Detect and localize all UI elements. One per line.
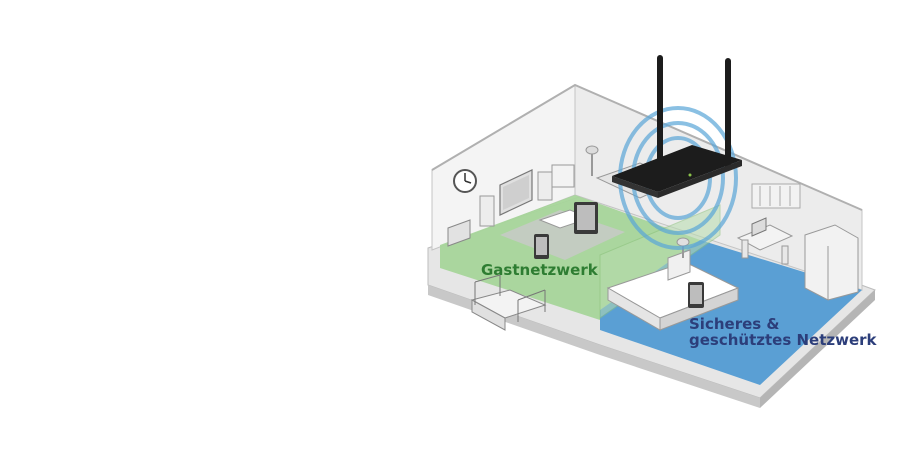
tv-icon [479,164,575,227]
wall-top-edge [431,83,863,211]
smartphone-icon [688,282,704,308]
router-icon [612,55,742,198]
tablet-icon [574,202,598,234]
guest-network-label: Gastnetzwerk [481,261,598,279]
wardrobe-icon [804,224,859,301]
secure-network-label-line2: geschütztes Netzwerk [689,330,877,349]
side-table [447,219,471,247]
bookshelf [751,183,801,209]
secure-network-label-line1: Sicheres & [689,315,780,333]
secure-network-label: Sicheres & geschütztes Netzwerk [689,315,877,349]
lamp-icon [585,145,599,176]
clock-icon [453,169,477,193]
bed-icon [606,249,740,331]
smartphone-icon [534,234,549,259]
stairs-icon [470,274,547,331]
laptop-icon [736,217,794,265]
floor-base-right [760,290,875,408]
